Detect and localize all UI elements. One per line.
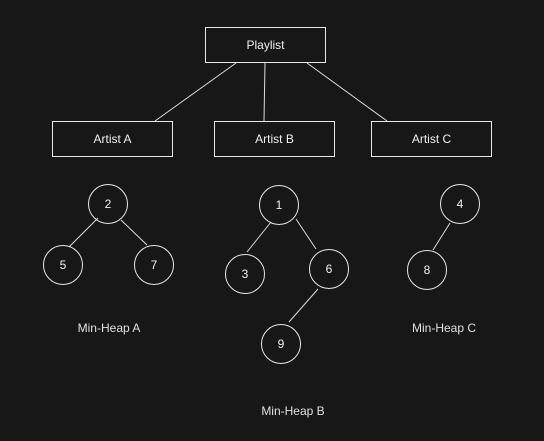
edge-heap-a-2-5 [68,217,99,248]
edge-playlist-artist-c [306,62,388,122]
heap-b-caption: Min-Heap B [261,404,325,418]
heap-c-node-8: 8 [407,250,447,290]
heap-a-node-5: 5 [43,245,83,285]
edge-heap-c-4-8 [432,222,451,251]
heap-b-node-3: 3 [225,254,265,294]
edge-playlist-artist-b [263,62,266,122]
edge-heap-b-1-6 [295,218,317,250]
heap-b-node-1: 1 [259,185,299,225]
edge-heap-a-2-7 [120,219,148,246]
heap-a-node-7: 7 [134,245,174,285]
heap-b-node-6: 6 [309,249,349,289]
heap-a-node-2: 2 [88,184,128,224]
artist-c-node: Artist C [371,121,492,157]
edge-playlist-artist-a [154,62,237,122]
playlist-node: Playlist [205,27,326,63]
heap-a-caption: Min-Heap A [77,321,141,335]
heap-b-node-9: 9 [261,324,301,364]
artist-b-node: Artist B [214,121,335,157]
heap-c-node-4: 4 [440,184,480,224]
edge-heap-b-6-9 [288,288,319,323]
edge-heap-b-1-3 [246,221,272,253]
artist-a-node: Artist A [52,121,173,157]
heap-c-caption: Min-Heap C [411,321,477,335]
